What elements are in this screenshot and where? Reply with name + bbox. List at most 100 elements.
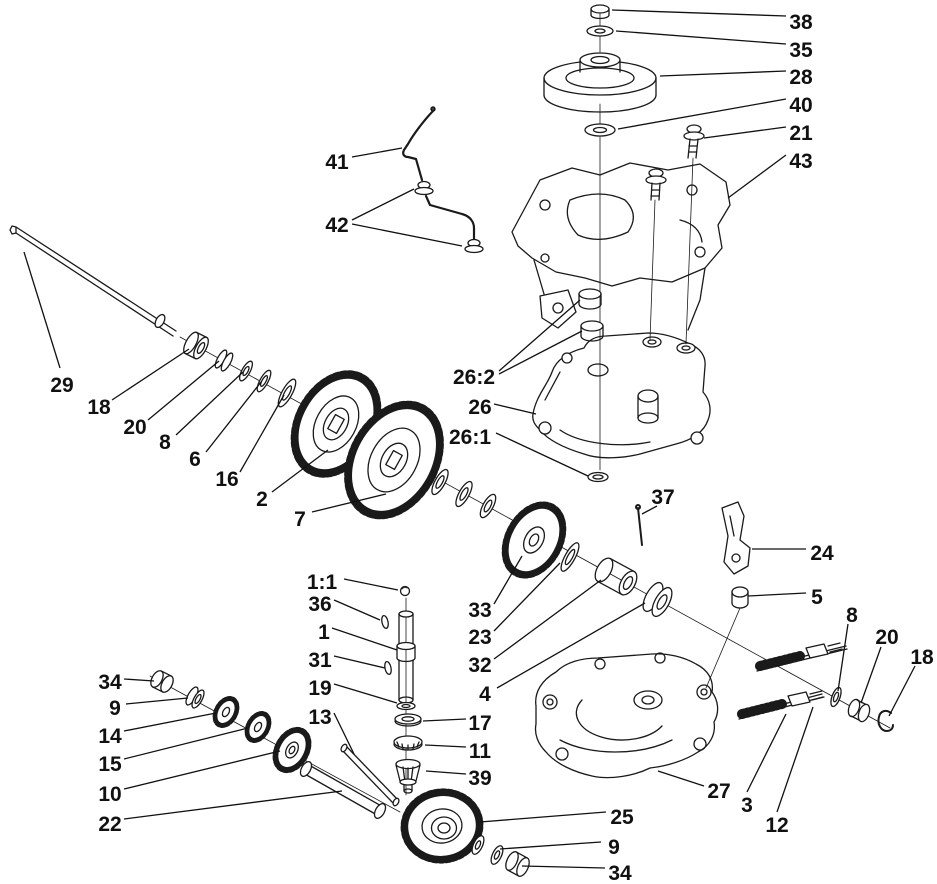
cap-34-left [150, 670, 174, 693]
callout-label-4: 4 [479, 683, 491, 706]
mounting-plate [511, 162, 731, 331]
gear-case-housing [532, 332, 711, 459]
callout-label-32: 32 [468, 654, 491, 677]
callout-label-6: 6 [189, 448, 201, 471]
callout-label-36: 36 [308, 593, 331, 616]
lower-housing-cover [534, 652, 719, 779]
leader-line-26:2 [498, 299, 581, 372]
callout-label-37: 37 [651, 486, 674, 509]
callout-label-29: 29 [50, 374, 73, 397]
cap-5 [731, 586, 749, 609]
callout-label-7: 7 [294, 508, 306, 531]
leader-line-38 [611, 9, 787, 17]
callout-label-20: 20 [875, 626, 898, 649]
leader-line-27 [657, 770, 705, 787]
leader-line-8 [837, 623, 849, 692]
cluster-shaft-22 [299, 761, 387, 819]
washer-below-pulley [584, 123, 616, 137]
callout-label-1:1: 1:1 [307, 571, 338, 594]
callout-label-34: 34 [608, 862, 632, 884]
leader-line-42 [351, 223, 463, 247]
leader-line-3 [746, 713, 787, 793]
callout-layer: 383528402143414229182086162726:22626:137… [23, 9, 934, 884]
callout-label-42: 42 [325, 214, 348, 237]
plate-bracket-arm [539, 289, 577, 329]
leader-line-34 [123, 678, 155, 682]
gear-10 [272, 726, 312, 774]
callout-label-20: 20 [123, 416, 146, 439]
washer-8-left [238, 360, 254, 382]
hex-flange-bolts [645, 124, 705, 201]
leader-line-6 [205, 381, 262, 453]
callout-label-38: 38 [789, 11, 813, 34]
callout-label-12: 12 [765, 814, 788, 837]
callout-label-3: 3 [741, 794, 753, 817]
leader-line-10 [123, 750, 281, 790]
side-bracket [721, 501, 751, 575]
woodruff-key-31 [384, 660, 392, 676]
leader-line-14 [123, 712, 217, 732]
spacer-left [214, 349, 234, 372]
input-shaft [9, 225, 177, 337]
callout-label-22: 22 [98, 813, 121, 836]
washer-stack [431, 468, 497, 519]
callout-label-24: 24 [810, 542, 834, 565]
leader-line-29 [23, 251, 61, 369]
washer-9-bottom [471, 835, 504, 865]
leader-line-21 [703, 126, 787, 139]
washer-top [586, 25, 614, 37]
case-seal [587, 471, 609, 483]
shaft-bearing-4 [642, 581, 673, 618]
detent-pin [635, 504, 643, 546]
leader-line-36 [333, 599, 381, 621]
leader-line-19 [333, 683, 398, 704]
leader-line-35 [615, 30, 787, 45]
callout-label-34: 34 [98, 671, 122, 694]
leader-line-15 [123, 727, 249, 760]
flat-washer-16 [277, 378, 297, 408]
washer-8-right [830, 686, 842, 708]
thrust-washer-23 [560, 542, 580, 572]
callout-label-33: 33 [468, 599, 491, 622]
shift-rod-lower [737, 690, 825, 720]
callout-label-26: 26 [468, 396, 491, 419]
callout-label-27: 27 [707, 780, 730, 803]
leader-line-18 [111, 348, 190, 401]
leader-line-26:2 [498, 330, 583, 375]
leader-line-17 [422, 718, 467, 722]
leader-line-11 [424, 744, 467, 748]
leader-line-18 [888, 665, 916, 717]
bevel-gear-25 [400, 788, 484, 864]
callout-label-18: 18 [87, 396, 111, 419]
leader-line-37 [641, 505, 658, 515]
callout-label-10: 10 [98, 783, 121, 806]
flange-nut-top [590, 4, 610, 20]
spur-gear-7 [344, 400, 444, 520]
shift-rod-upper [755, 642, 848, 672]
leader-line-2 [271, 449, 329, 493]
leader-line-4 [496, 602, 646, 689]
callout-label-23: 23 [468, 626, 491, 649]
leader-line-9 [125, 697, 189, 705]
callout-label-26:2: 26:2 [453, 366, 495, 389]
callout-label-31: 31 [308, 649, 332, 672]
leader-line-28 [659, 70, 787, 77]
leader-line-34 [521, 865, 606, 869]
shaft-bearing-left [183, 331, 209, 360]
callout-label-11: 11 [469, 740, 492, 763]
leader-line-9 [499, 841, 602, 850]
callout-label-13: 13 [308, 706, 331, 729]
leader-line-8 [175, 371, 244, 436]
spacer-sleeve-32 [594, 557, 638, 596]
leader-line-26 [493, 403, 537, 415]
leader-line-20 [860, 646, 882, 704]
washer-9-left [185, 686, 205, 709]
washer-19 [396, 701, 416, 711]
leader-line-42 [351, 188, 415, 221]
callout-label-1: 1 [318, 621, 330, 644]
leader-line-1:1 [343, 578, 399, 591]
leader-line-22 [123, 790, 343, 820]
leader-line-41 [351, 147, 403, 158]
callout-label-43: 43 [789, 150, 812, 173]
leader-line-40 [617, 98, 787, 130]
